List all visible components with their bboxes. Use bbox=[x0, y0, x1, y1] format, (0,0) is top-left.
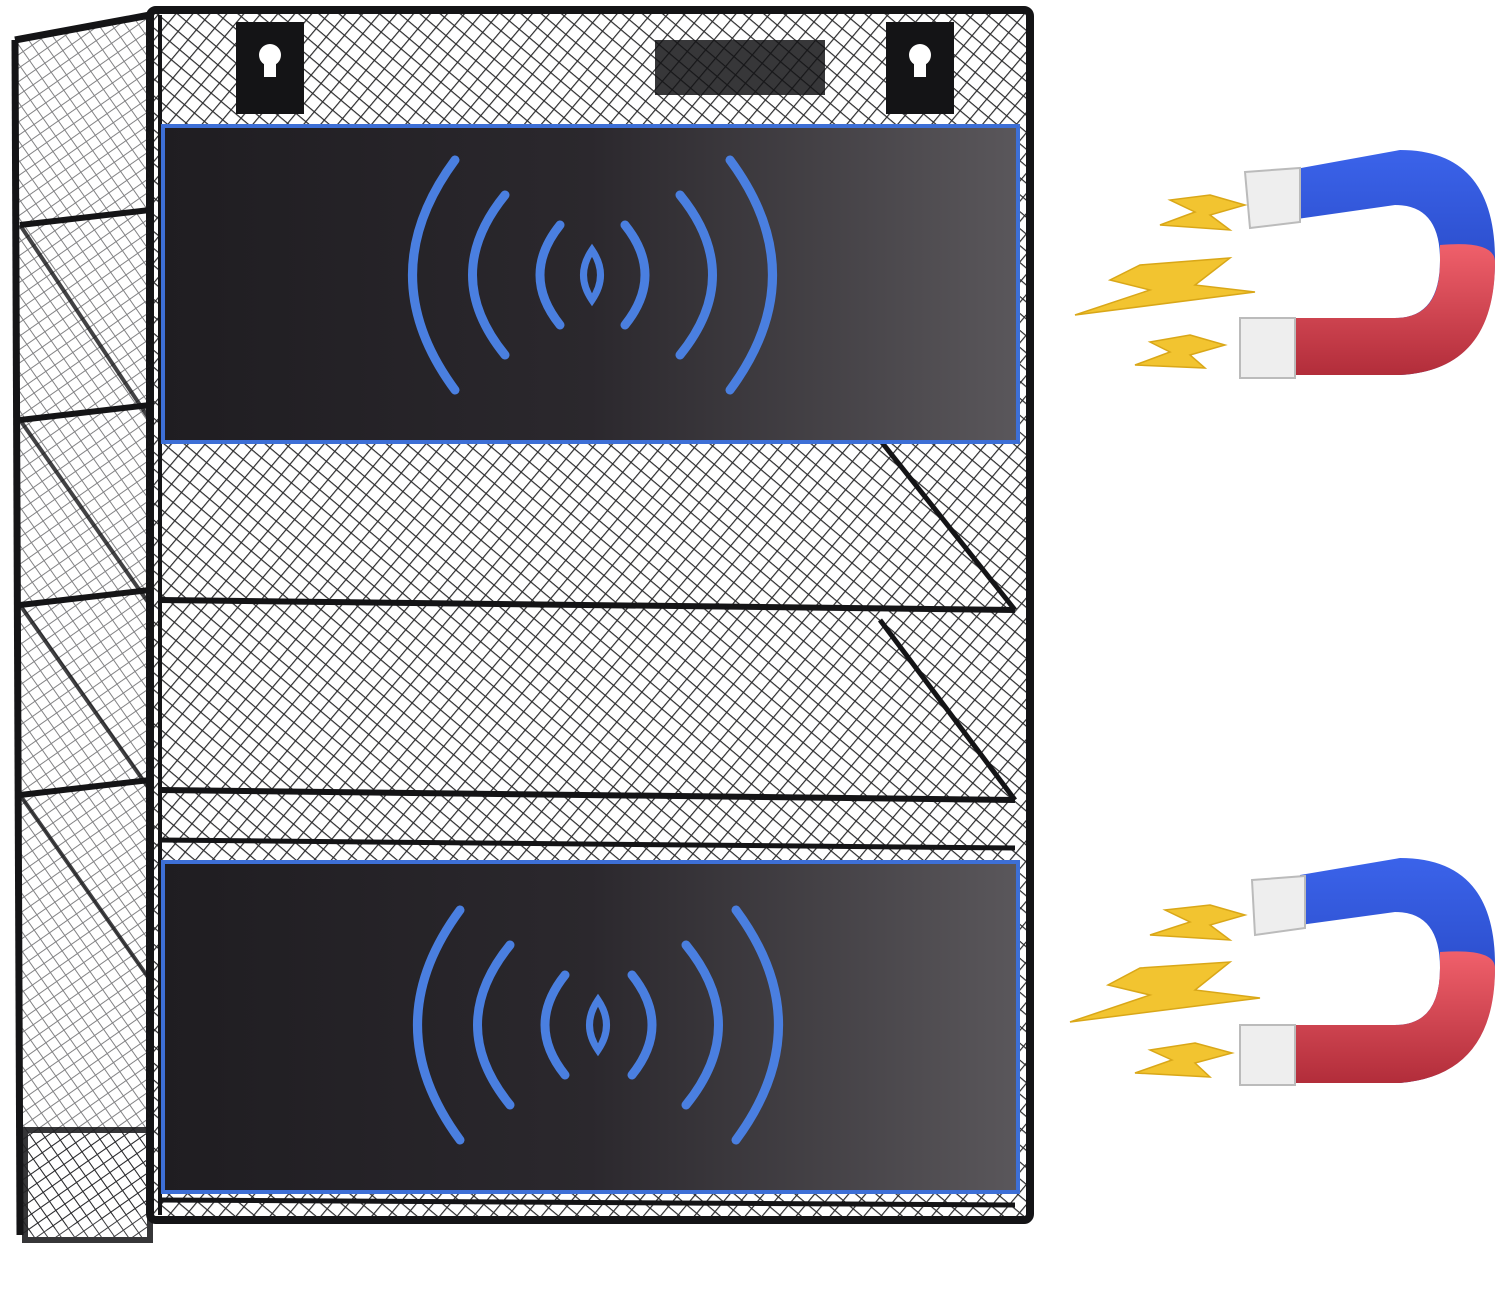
horseshoe-magnet-icon bbox=[1239, 150, 1495, 379]
top-clip bbox=[655, 40, 825, 95]
mount-tab-left bbox=[236, 22, 304, 114]
magnetic-strip-bottom bbox=[161, 860, 1020, 1194]
magnetic-signal-icon bbox=[413, 905, 783, 1145]
magnetic-signal-icon bbox=[408, 155, 777, 395]
side-frame bbox=[11, 11, 153, 1243]
pocket-rims bbox=[159, 438, 1017, 1208]
magnetic-strip-top bbox=[161, 124, 1020, 444]
lightning-bolt-icon bbox=[1069, 904, 1261, 1078]
lightning-bolt-icon bbox=[1074, 194, 1256, 369]
horseshoe-magnet-icon bbox=[1239, 858, 1495, 1086]
mount-tab-right bbox=[886, 22, 954, 114]
